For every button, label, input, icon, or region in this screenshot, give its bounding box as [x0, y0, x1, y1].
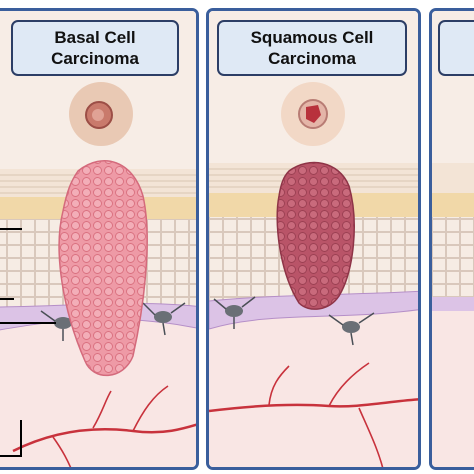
blood-vessel [12, 423, 196, 453]
dermis [209, 309, 418, 467]
melanocyte [213, 296, 256, 329]
bracket-line [0, 455, 22, 457]
panel-squamous-cell-carcinoma: Squamous Cell Carcinoma [206, 8, 421, 470]
skin-cross-section-cropped [432, 11, 474, 467]
stratum-corneum [432, 163, 474, 193]
label-cropped [438, 20, 474, 76]
basal-layer [432, 297, 474, 311]
stratum-granulosum [432, 193, 474, 217]
blood-vessel-branches [52, 385, 169, 467]
scc-lesion-icon [281, 82, 345, 146]
title-line-2: Carcinoma [268, 49, 356, 68]
label-basal-cell-carcinoma: Basal Cell Carcinoma [11, 20, 179, 76]
melanocyte [328, 312, 375, 346]
title-line-1: Squamous Cell [250, 28, 374, 47]
blood-vessel-branches [268, 362, 384, 467]
skin-cross-section-bcc [0, 11, 196, 467]
scc-tumor [276, 161, 355, 310]
blood-vessel [209, 398, 418, 413]
dermis [0, 319, 196, 467]
bcc-tumor [58, 160, 148, 377]
bcc-lesion-icon [69, 82, 133, 146]
bracket-line [0, 228, 22, 230]
panel-cropped [429, 8, 474, 470]
label-squamous-cell-carcinoma: Squamous Cell Carcinoma [217, 20, 407, 76]
stratum-spinosum [432, 217, 474, 297]
skin-cross-section-scc [209, 11, 418, 467]
bracket-line [0, 298, 14, 300]
bracket-line [20, 420, 22, 456]
basal-layer [209, 290, 418, 330]
title-line-2: Carcinoma [51, 49, 139, 68]
dermis [432, 311, 474, 467]
title-line-1: Basal Cell [54, 28, 136, 47]
melanocyte [142, 302, 186, 336]
bracket-pointer-line [0, 322, 56, 324]
panel-basal-cell-carcinoma: Basal Cell Carcinoma [0, 8, 199, 470]
